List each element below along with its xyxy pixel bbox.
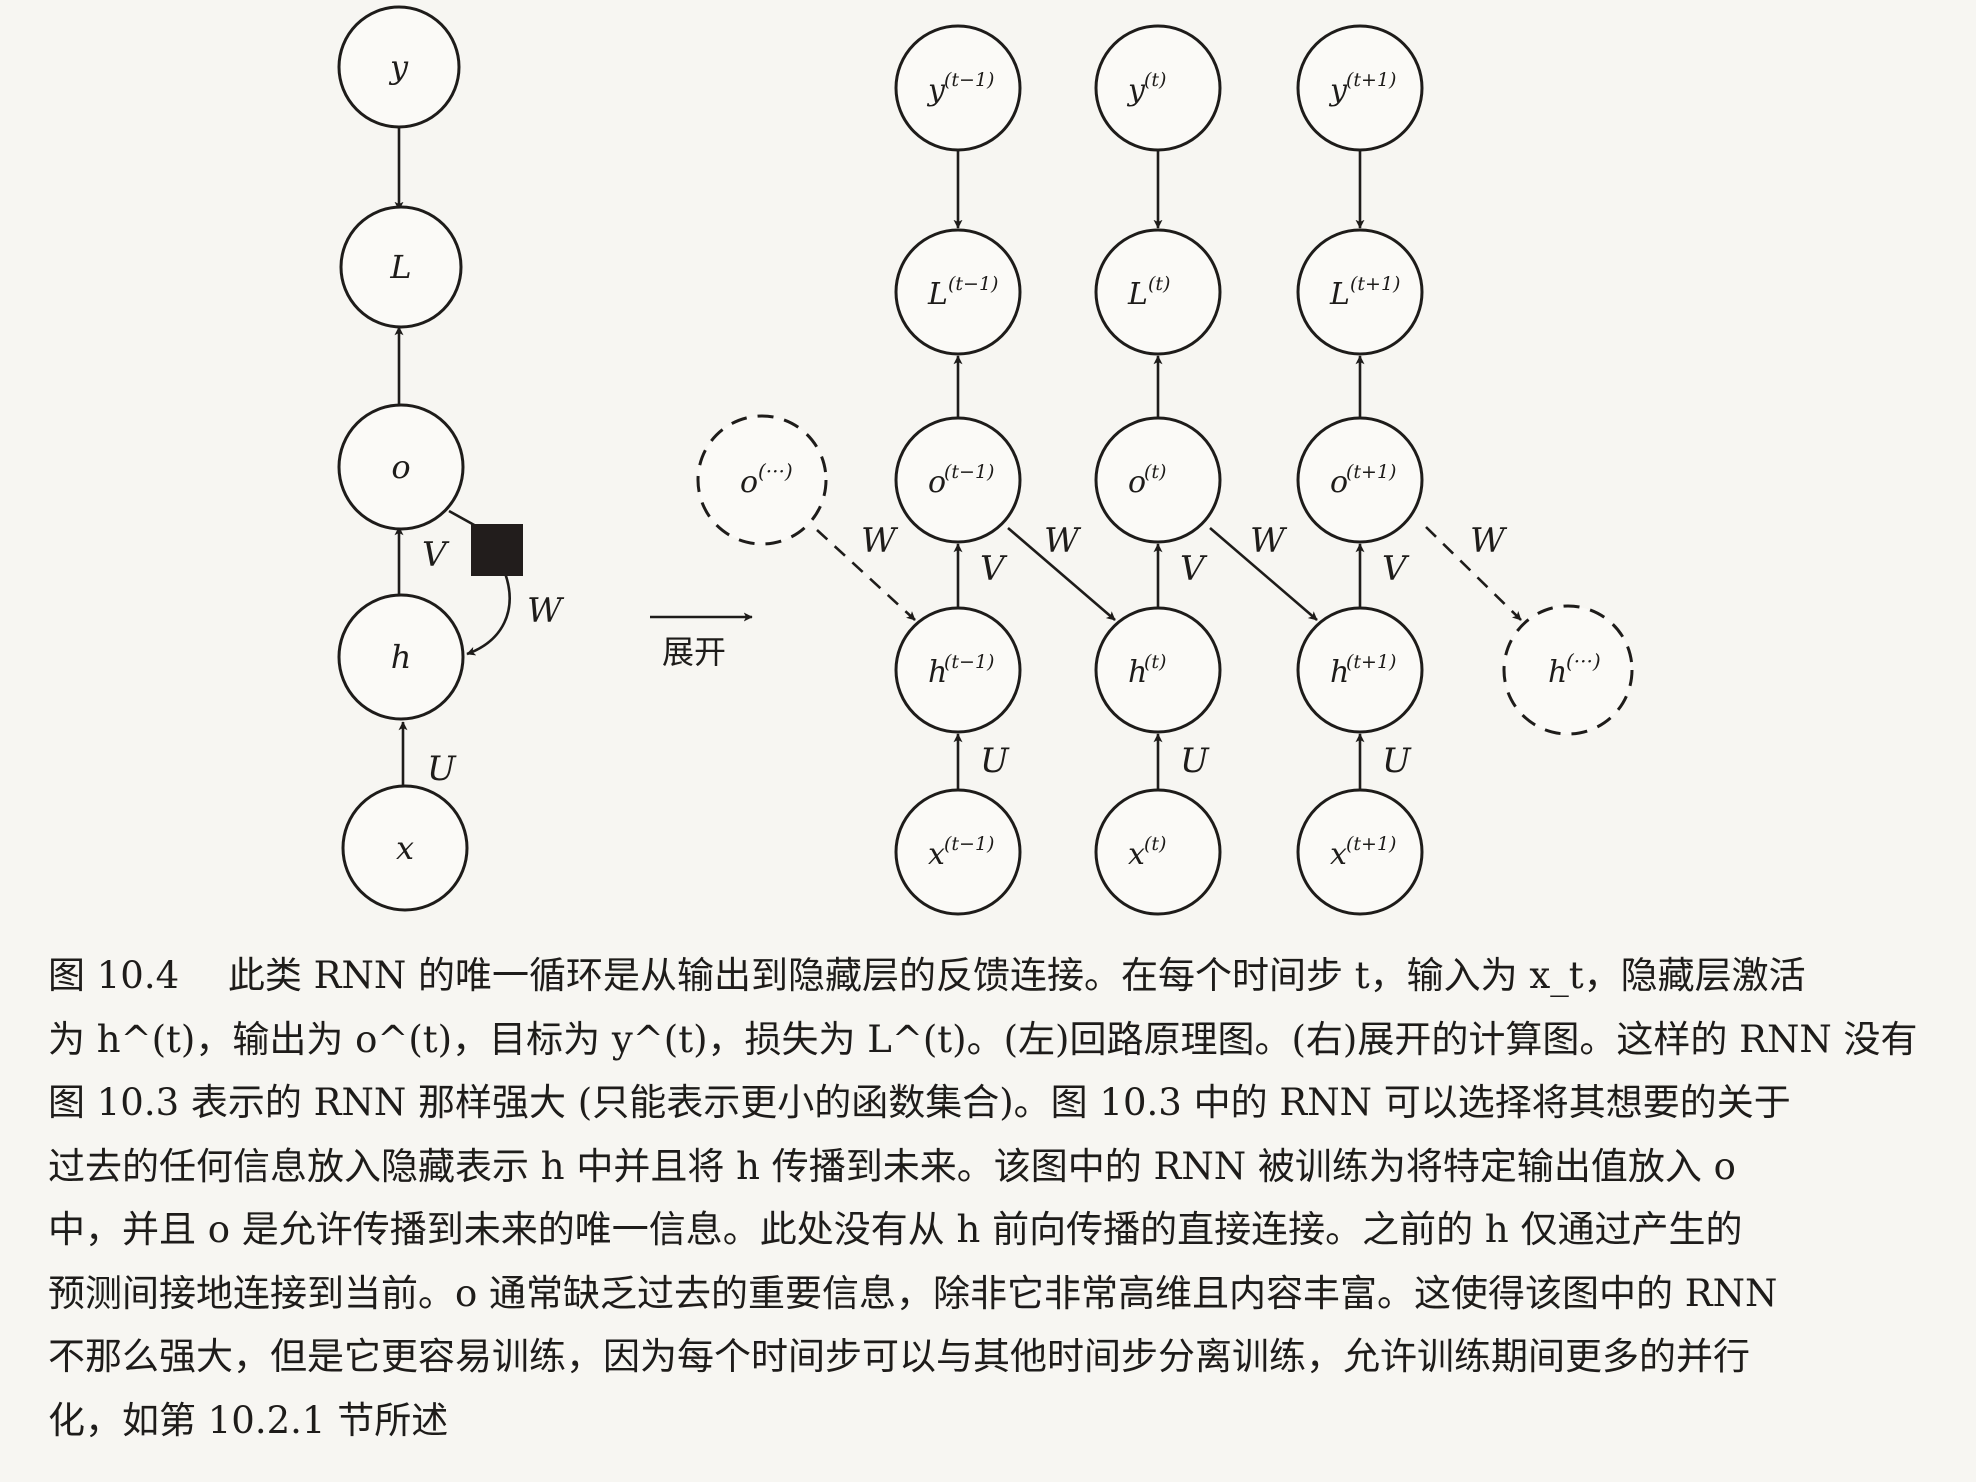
node-o-t-minus-1-sup: (t−1) bbox=[944, 461, 994, 483]
node-x-t-minus-1 bbox=[894, 788, 1022, 916]
node-o-t-plus-1 bbox=[1296, 416, 1424, 544]
edge-label-U-t: U bbox=[1180, 741, 1210, 781]
node-L-t-sup: (t) bbox=[1148, 273, 1170, 295]
node-x-t-plus-1-sup: (t+1) bbox=[1346, 833, 1396, 855]
node-L-t-minus-1-base: L bbox=[927, 277, 948, 312]
time-delay-square bbox=[471, 524, 523, 576]
node-h-t-minus-1-base: h bbox=[928, 655, 947, 690]
node-h-t-plus-1-sup: (t+1) bbox=[1346, 651, 1396, 673]
node-o-t-sup: (t) bbox=[1144, 461, 1166, 483]
node-L: L bbox=[339, 205, 463, 329]
caption-line: 预测间接地连接到当前。o 通常缺乏过去的重要信息，除非它非常高维且内容丰富。这使… bbox=[48, 1271, 1778, 1315]
node-L-t-plus-1 bbox=[1296, 228, 1424, 356]
left-graph: y L o h x V W U bbox=[337, 5, 565, 912]
right-graph: o (···) h (···) VUy(t−1)L(t−1)o(t−1)h(t−… bbox=[696, 24, 1634, 916]
figure-caption: 图 10.4 此类 RNN 的唯一循环是从输出到隐藏层的反馈连接。在每个时间步 … bbox=[48, 944, 1938, 1452]
rnn-figure: y L o h x V W U bbox=[337, 5, 1634, 916]
node-x-t-base: x bbox=[1128, 837, 1145, 872]
node-x-t-plus-1-base: x bbox=[1330, 837, 1347, 872]
node-y-t-base: y bbox=[1126, 73, 1146, 108]
node-L-t-minus-1-sup: (t−1) bbox=[948, 273, 998, 295]
edge-o-t-minus-1-to-h-t bbox=[1007, 527, 1116, 621]
caption-line: 过去的任何信息放入隐藏表示 h 中并且将 h 传播到未来。该图中的 RNN 被训… bbox=[48, 1144, 1736, 1188]
node-x-t-minus-1-sup: (t−1) bbox=[944, 833, 994, 855]
edge-label-V-t-plus-1: V bbox=[1382, 549, 1410, 589]
node-L-t-base: L bbox=[1127, 277, 1148, 312]
node-y-t-minus-1 bbox=[894, 24, 1022, 152]
node-h-t-plus-1-base: h bbox=[1330, 655, 1349, 690]
caption-line: 不那么强大，但是它更容易训练，因为每个时间步可以与其他时间步分离训练，允许训练期… bbox=[48, 1335, 1750, 1378]
edge-label-W-dashed-right: W bbox=[1470, 521, 1508, 561]
node-L-t bbox=[1094, 228, 1222, 356]
node-h-t bbox=[1094, 606, 1222, 734]
edge-label-W: W bbox=[527, 591, 565, 631]
edge-label-V: V bbox=[422, 535, 450, 575]
node-h-dots-base: h bbox=[1548, 655, 1567, 690]
edge-label-U-t-minus-1: U bbox=[980, 741, 1010, 781]
edge-o-to-delay bbox=[448, 509, 477, 528]
edge-label-W-2: W bbox=[1250, 521, 1288, 561]
node-h-t-base: h bbox=[1128, 655, 1147, 690]
node-L-label: L bbox=[389, 248, 411, 286]
node-L-t-minus-1 bbox=[894, 228, 1022, 356]
edge-o-t-to-h-t-plus-1 bbox=[1209, 527, 1318, 621]
node-x-t-minus-1-base: x bbox=[928, 837, 945, 872]
caption-line: 图 10.4 此类 RNN 的唯一循环是从输出到隐藏层的反馈连接。在每个时间步 … bbox=[48, 954, 1806, 997]
unrolled-columns: VUy(t−1)L(t−1)o(t−1)h(t−1)x(t−1)VUy(t)L(… bbox=[894, 24, 1424, 916]
node-h-label: h bbox=[391, 638, 412, 676]
node-y: y bbox=[337, 5, 461, 129]
node-h: h bbox=[337, 593, 465, 721]
caption-line: 中，并且 o 是允许传播到未来的唯一信息。此处没有从 h 前向传播的直接连接。之… bbox=[48, 1208, 1743, 1251]
node-h-t-minus-1 bbox=[894, 606, 1022, 734]
node-y-t-minus-1-sup: (t−1) bbox=[944, 69, 994, 91]
caption-line: 化，如第 10.2.1 节所述 bbox=[48, 1398, 449, 1442]
node-o-dots-sup: (···) bbox=[758, 459, 793, 483]
unfold-arrow: 展开 bbox=[650, 612, 753, 671]
node-x: x bbox=[341, 784, 469, 912]
edge-label-V-t: V bbox=[1180, 549, 1208, 589]
node-L-t-plus-1-sup: (t+1) bbox=[1350, 273, 1400, 295]
node-o-t-base: o bbox=[1128, 465, 1146, 500]
unfold-label: 展开 bbox=[662, 633, 726, 671]
node-x-t bbox=[1094, 788, 1222, 916]
node-y-t-plus-1-base: y bbox=[1328, 73, 1348, 108]
node-o-dots: o (···) bbox=[696, 414, 828, 546]
node-y-t bbox=[1094, 24, 1222, 152]
node-o-dots-base: o bbox=[740, 465, 758, 500]
node-h-t-sup: (t) bbox=[1144, 651, 1166, 673]
node-y-t-plus-1-sup: (t+1) bbox=[1346, 69, 1396, 91]
rnn-diagram-svg: y L o h x V W U bbox=[337, 5, 1634, 916]
node-o-label: o bbox=[391, 448, 410, 486]
node-o-t-minus-1-base: o bbox=[928, 465, 946, 500]
edge-label-V-t-minus-1: V bbox=[980, 549, 1008, 589]
caption-line: 为 h^(t)，输出为 o^(t)，目标为 y^(t)，损失为 L^(t)。(左… bbox=[48, 1017, 1918, 1061]
node-y-t-plus-1 bbox=[1296, 24, 1424, 152]
node-x-t-sup: (t) bbox=[1144, 833, 1166, 855]
node-h-dots: h (···) bbox=[1502, 604, 1634, 736]
node-h-t-minus-1-sup: (t−1) bbox=[944, 651, 994, 673]
node-h-t-plus-1 bbox=[1296, 606, 1424, 734]
node-x-t-plus-1 bbox=[1296, 788, 1424, 916]
node-L-t-plus-1-base: L bbox=[1329, 277, 1350, 312]
edge-label-U-t-plus-1: U bbox=[1382, 741, 1412, 781]
node-h-dots-sup: (···) bbox=[1566, 649, 1601, 673]
node-o-t-minus-1 bbox=[894, 416, 1022, 544]
edge-label-W-1: W bbox=[1044, 521, 1082, 561]
node-o-t-plus-1-base: o bbox=[1330, 465, 1348, 500]
node-y-t-minus-1-base: y bbox=[926, 73, 946, 108]
edge-label-W-dashed-left: W bbox=[861, 521, 899, 561]
node-y-t-sup: (t) bbox=[1144, 69, 1166, 91]
node-x-label: x bbox=[396, 829, 414, 867]
node-o: o bbox=[337, 403, 465, 531]
node-o-t-plus-1-sup: (t+1) bbox=[1346, 461, 1396, 483]
caption-line: 图 10.3 表示的 RNN 那样强大 (只能表示更小的函数集合)。图 10.3… bbox=[48, 1081, 1791, 1124]
edge-label-U: U bbox=[427, 749, 457, 789]
node-o-t bbox=[1094, 416, 1222, 544]
node-y-label: y bbox=[388, 48, 409, 86]
edge-delay-to-h bbox=[466, 572, 511, 656]
